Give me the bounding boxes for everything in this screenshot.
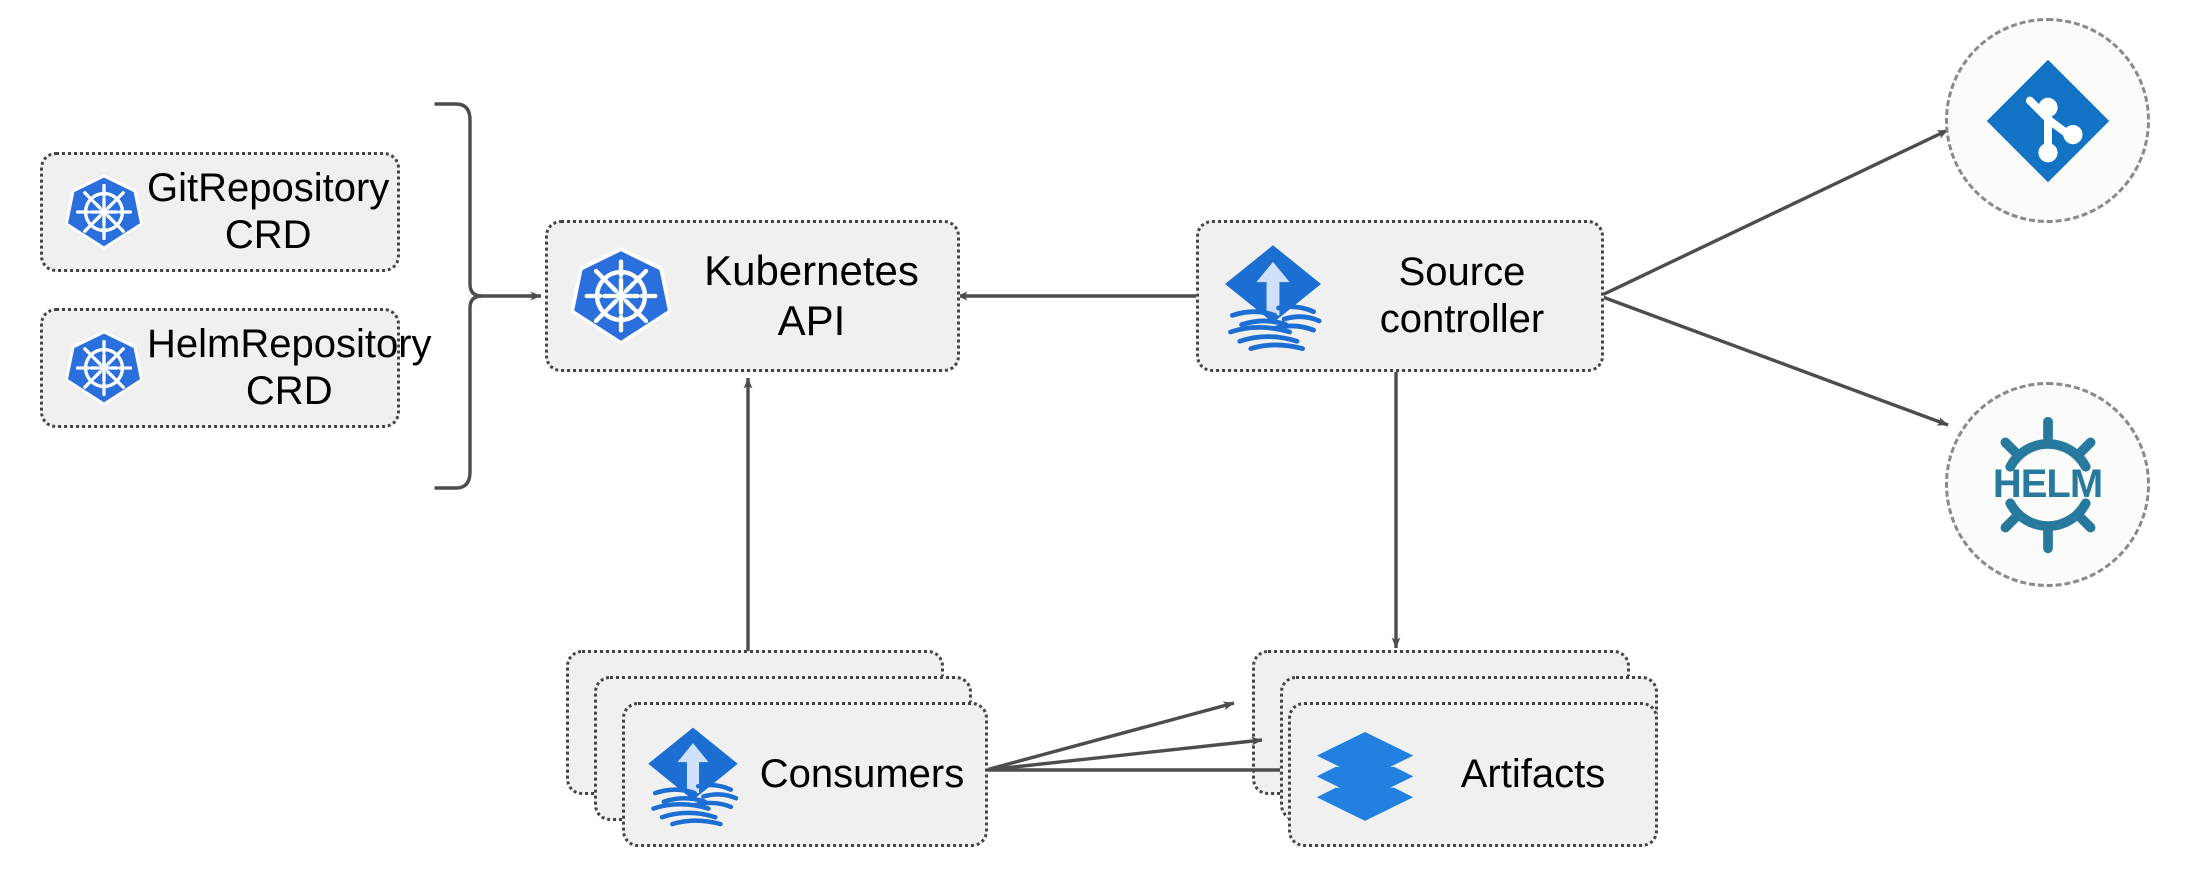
kubernetes-icon (61, 169, 147, 255)
node-content: HelmRepository CRD (43, 321, 432, 415)
node-label-consumers: Consumers (759, 751, 965, 796)
node-content: GitRepository CRD (43, 165, 397, 259)
flux-icon (1213, 236, 1333, 356)
node-helmrepository-crd[interactable]: HelmRepository CRD (40, 308, 432, 428)
edge-source-to-git (1599, 128, 1949, 298)
edge-consumers-to-artifacts-1 (985, 701, 1235, 772)
node-consumers[interactable]: Consumers (622, 702, 988, 847)
helm-wordmark: HELM (1992, 462, 2103, 506)
node-label-gitrepository-crd: GitRepository CRD (147, 165, 390, 257)
flux-icon (637, 719, 749, 831)
kubernetes-icon (566, 241, 676, 351)
node-gitrepository-crd[interactable]: GitRepository CRD (40, 152, 400, 272)
node-git-repository[interactable] (1945, 18, 2150, 223)
node-content: Source controller (1199, 236, 1601, 356)
node-label-helmrepository-crd: HelmRepository CRD (147, 321, 432, 413)
node-label-source-controller: Source controller (1379, 249, 1545, 341)
edge-source-to-helm (1599, 294, 1949, 427)
crd-bracket (434, 102, 483, 490)
helm-icon: HELM (1973, 410, 2123, 560)
node-kubernetes-api[interactable]: Kubernetes API (545, 220, 960, 372)
node-content: Artifacts (1291, 725, 1655, 825)
kubernetes-icon (61, 325, 147, 411)
layers-icon (1309, 725, 1421, 825)
git-icon (1978, 51, 2118, 191)
node-label-kubernetes-api: Kubernetes API (704, 247, 919, 344)
edge-consumers-to-artifacts-2 (985, 736, 1263, 772)
node-content: Consumers (625, 719, 985, 831)
node-label-artifacts: Artifacts (1460, 751, 1606, 796)
node-helm-repository[interactable]: HELM (1945, 382, 2150, 587)
node-artifacts[interactable]: Artifacts (1288, 702, 1658, 847)
node-content: Kubernetes API (548, 241, 957, 351)
node-source-controller[interactable]: Source controller (1196, 220, 1604, 372)
